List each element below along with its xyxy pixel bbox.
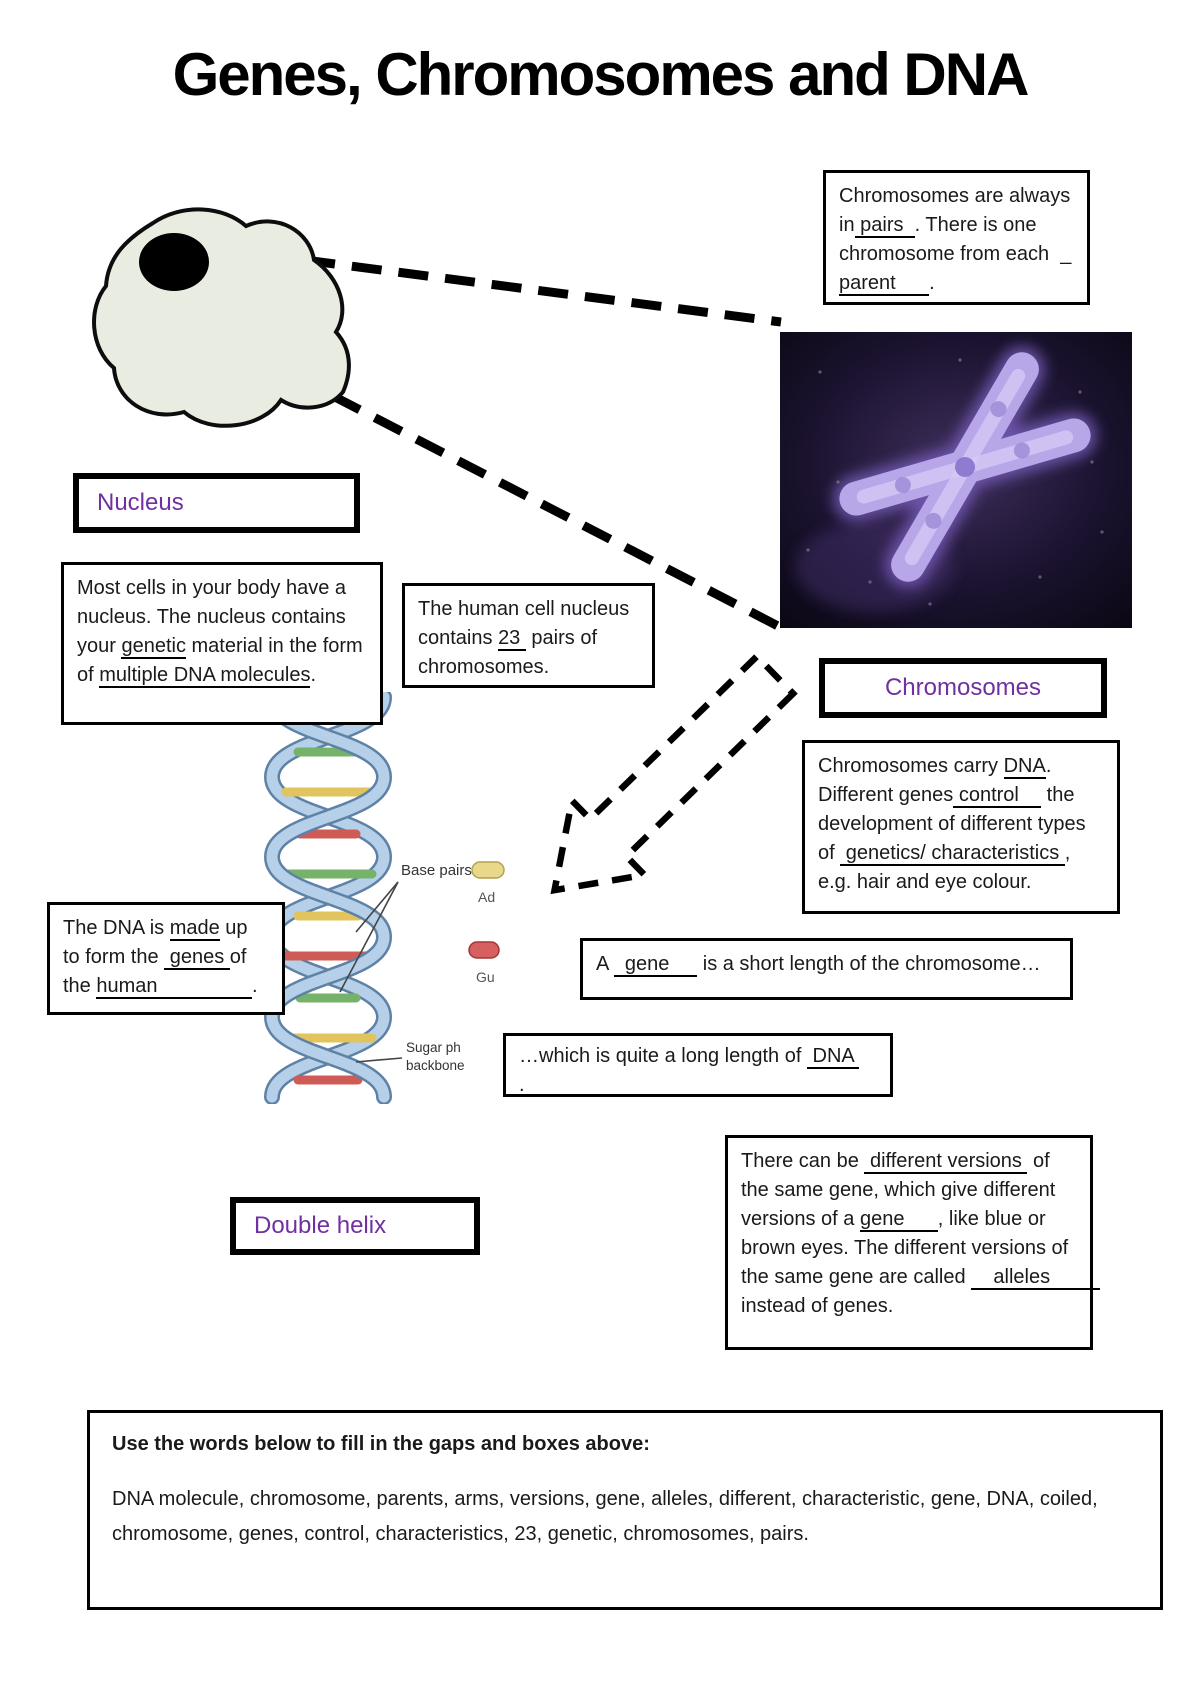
base-pairs-label: Base pairs	[401, 862, 472, 879]
word-bank-words: DNA molecule, chromosome, parents, arms,…	[112, 1488, 1098, 1545]
gene-short-textbox: A gene is a short length of the chromoso…	[580, 938, 1073, 1000]
helix-front-strand	[263, 692, 393, 1104]
sugar-backbone-label-line1: Sugar ph	[406, 1040, 461, 1055]
chromosomes-label: Chromosomes	[884, 674, 1042, 701]
versions-textbox: There can be different versions of the s…	[725, 1135, 1101, 1350]
guanine-capsule-icon	[468, 941, 500, 959]
cell-illustration	[92, 207, 351, 428]
dna-made-textbox: The DNA is made up to form the genes of …	[47, 902, 285, 1015]
guanine-label: Gu	[476, 969, 495, 985]
word-bank-heading: Use the words below to fill in the gaps …	[112, 1433, 650, 1455]
most-cells-textbox: Most cells in your body have a nucleus. …	[61, 562, 383, 725]
adenine-capsule-icon	[471, 861, 505, 879]
photo-speckles	[806, 358, 1104, 606]
carry-dna-textbox: Chromosomes carry DNA. Different genes c…	[802, 740, 1120, 914]
human-nucleus-textbox: The human cell nucleus contains 23 pairs…	[402, 583, 655, 688]
nucleus-label-box: Nucleus	[73, 473, 360, 533]
cell-membrane	[92, 207, 351, 428]
page-title: Genes, Chromosomes and DNA	[172, 41, 1030, 108]
chromosomes-label-box: Chromosomes	[819, 658, 1107, 718]
chromosome-photo	[780, 332, 1132, 628]
sugar-backbone-label-line2: backbone	[406, 1058, 465, 1073]
word-bank-box: Use the words below to fill in the gaps …	[87, 1410, 1163, 1610]
chromosome-x-shape	[833, 346, 1097, 588]
cell-nucleus	[139, 233, 209, 291]
long-length-textbox: …which is quite a long length of DNA .	[503, 1033, 893, 1097]
double-helix-label-box: Double helix	[230, 1197, 480, 1255]
double-helix-label: Double helix	[254, 1212, 387, 1239]
pairs-textbox: Chromosomes are always in pairs . There …	[823, 170, 1090, 305]
nucleus-label: Nucleus	[97, 489, 184, 516]
pointer-lines	[339, 881, 403, 1063]
dna-helix-diagram: Base pairs Ad Gu Sugar ph backbone	[263, 692, 505, 1104]
adenine-label: Ad	[478, 889, 495, 905]
